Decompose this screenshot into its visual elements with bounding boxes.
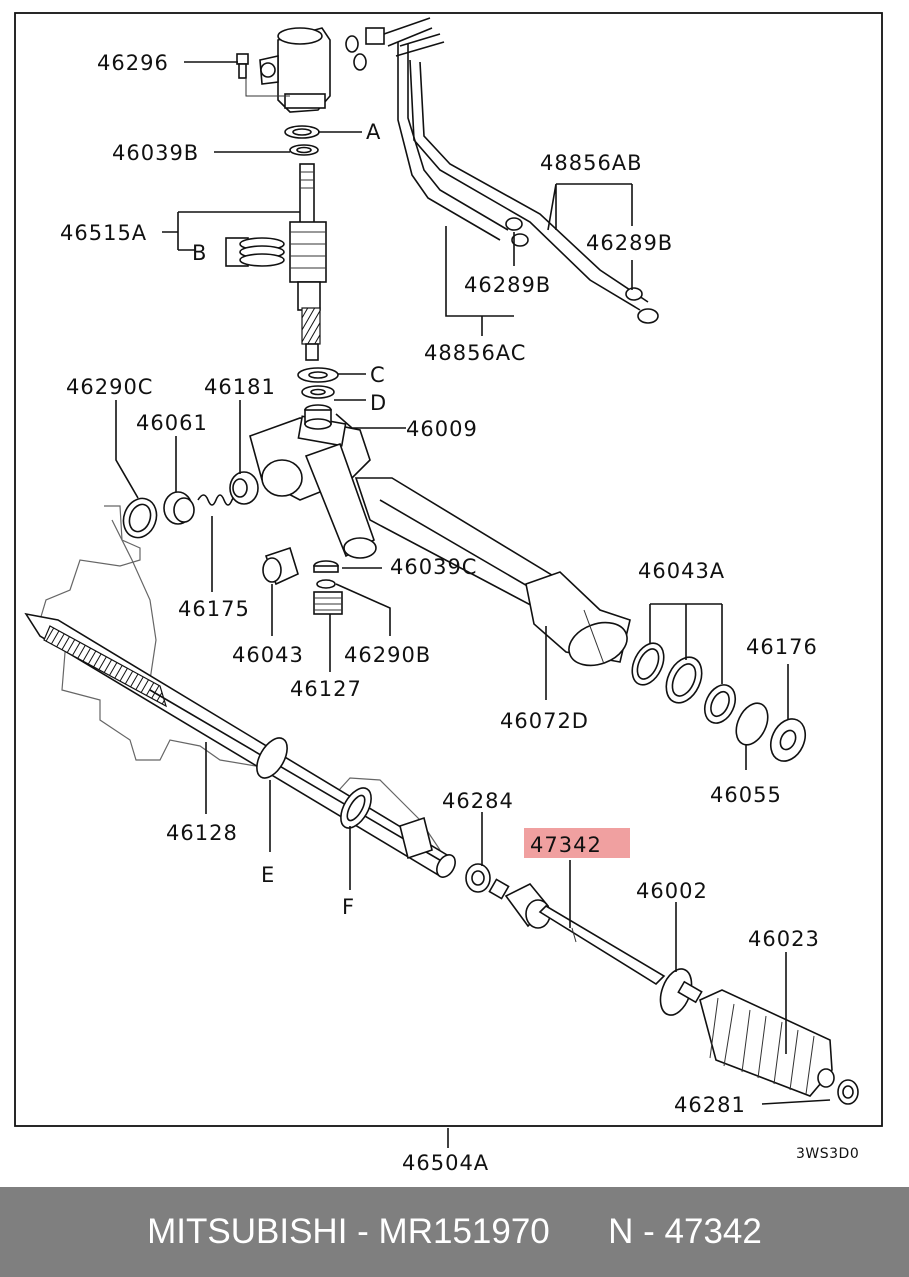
nut-46043-drawing bbox=[262, 546, 299, 586]
boot-46023-drawing bbox=[699, 989, 835, 1097]
tie-rod-47342-drawing bbox=[488, 878, 666, 986]
seal-46039B-drawing bbox=[289, 144, 319, 156]
footer-ref-number: 47342 bbox=[664, 1212, 762, 1251]
bolt-46296-drawing bbox=[236, 53, 290, 97]
diagram-code: 3WS3D0 bbox=[796, 1146, 859, 1162]
label-46289B-upper: 46289B bbox=[586, 231, 673, 255]
footer-brand: MITSUBISHI bbox=[147, 1212, 348, 1251]
label-46002: 46002 bbox=[636, 879, 708, 903]
label-46504A: 46504A bbox=[402, 1151, 489, 1175]
seal-A-drawing bbox=[284, 125, 320, 139]
label-46181: 46181 bbox=[204, 375, 276, 399]
oring-46289B-lower-drawing bbox=[505, 217, 529, 247]
label-B: B bbox=[192, 241, 207, 265]
label-C: C bbox=[370, 363, 386, 387]
label-46043: 46043 bbox=[232, 643, 304, 667]
label-D: D bbox=[370, 391, 387, 415]
label-46289B-lower: 46289B bbox=[464, 273, 551, 297]
seal-F-drawing bbox=[340, 787, 372, 829]
yoke-46181-drawing bbox=[229, 471, 259, 505]
cap-46290C-drawing bbox=[122, 497, 158, 539]
spring-46175-drawing bbox=[197, 494, 239, 506]
stopper-46176-drawing bbox=[769, 718, 807, 762]
ring-46043A-2-drawing bbox=[665, 656, 703, 704]
label-46039C: 46039C bbox=[390, 555, 477, 579]
lock-washer-46002-drawing bbox=[659, 968, 703, 1016]
label-46281: 46281 bbox=[674, 1093, 746, 1117]
bushing-rack-drawing bbox=[399, 816, 433, 860]
label-46055: 46055 bbox=[710, 783, 782, 807]
part-info-footer: MITSUBISHI - MR151970 N - 47342 bbox=[0, 1187, 909, 1277]
seal-E-drawing bbox=[256, 737, 288, 779]
bushing-46127-drawing bbox=[313, 579, 343, 615]
pinion-valve-46515A-drawing bbox=[289, 163, 327, 361]
fittings-top-drawing bbox=[345, 27, 385, 71]
footer-separator: - bbox=[347, 1212, 379, 1251]
footer-ref-prefix: N - bbox=[608, 1212, 665, 1251]
footer-gap bbox=[550, 1212, 608, 1252]
label-F: F bbox=[342, 895, 355, 919]
ring-46043A-1-drawing bbox=[631, 642, 665, 686]
diagram-frame bbox=[14, 12, 883, 1127]
label-46023: 46023 bbox=[748, 927, 820, 951]
ring-46043A-3-drawing bbox=[703, 684, 737, 724]
cylinder-end-46072D-drawing bbox=[525, 571, 631, 667]
seal-46039C-drawing bbox=[313, 560, 339, 573]
circlip-46055-drawing bbox=[735, 702, 769, 746]
clip-46281-drawing bbox=[837, 1079, 859, 1105]
label-48856AB: 48856AB bbox=[540, 151, 643, 175]
label-46128: 46128 bbox=[166, 821, 238, 845]
gear-housing-outline-drawing bbox=[39, 505, 441, 851]
washers-C-D-drawing bbox=[297, 367, 339, 399]
bushing-46009-drawing bbox=[304, 404, 332, 430]
washer-46284-drawing bbox=[465, 863, 491, 893]
label-46515A: 46515A bbox=[60, 221, 147, 245]
label-46290B: 46290B bbox=[344, 643, 431, 667]
label-46043A: 46043A bbox=[638, 559, 725, 583]
label-48856AC: 48856AC bbox=[424, 341, 526, 365]
pinion-housing-drawing bbox=[249, 415, 377, 559]
label-46290C: 46290C bbox=[66, 375, 153, 399]
oring-46289B-upper-drawing bbox=[625, 287, 659, 324]
footer-part-number: MR151970 bbox=[378, 1212, 550, 1251]
label-E: E bbox=[261, 863, 275, 887]
label-46176: 46176 bbox=[746, 635, 818, 659]
label-46284: 46284 bbox=[442, 789, 514, 813]
label-46061: 46061 bbox=[136, 411, 208, 435]
plug-46061-drawing bbox=[163, 491, 195, 525]
label-46127: 46127 bbox=[290, 677, 362, 701]
label-47342: 47342 bbox=[530, 833, 602, 857]
highlight-47342 bbox=[524, 828, 630, 858]
label-46009: 46009 bbox=[406, 417, 478, 441]
label-46175: 46175 bbox=[178, 597, 250, 621]
label-A: A bbox=[366, 120, 381, 144]
label-46072D: 46072D bbox=[500, 709, 589, 733]
leader-lines bbox=[115, 61, 831, 1148]
seal-rings-B-drawing bbox=[225, 237, 285, 267]
label-46039B: 46039B bbox=[112, 141, 199, 165]
label-46296: 46296 bbox=[97, 51, 169, 75]
pressure-tubes-drawing bbox=[383, 17, 649, 311]
valve-housing-drawing bbox=[259, 27, 331, 113]
